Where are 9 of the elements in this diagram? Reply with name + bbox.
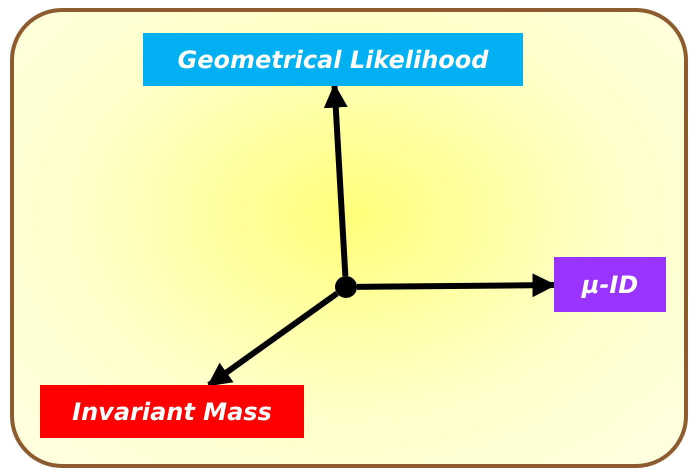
axis-label: μ-ID (582, 270, 638, 298)
arrow (356, 273, 556, 298)
label-box (554, 257, 666, 312)
label-box (143, 33, 523, 86)
axis-label: Invariant Mass (72, 398, 272, 426)
arrow (207, 290, 339, 388)
arrow (324, 84, 348, 276)
axis-label: Geometrical Likelihood (178, 46, 488, 74)
label-box (40, 385, 304, 438)
